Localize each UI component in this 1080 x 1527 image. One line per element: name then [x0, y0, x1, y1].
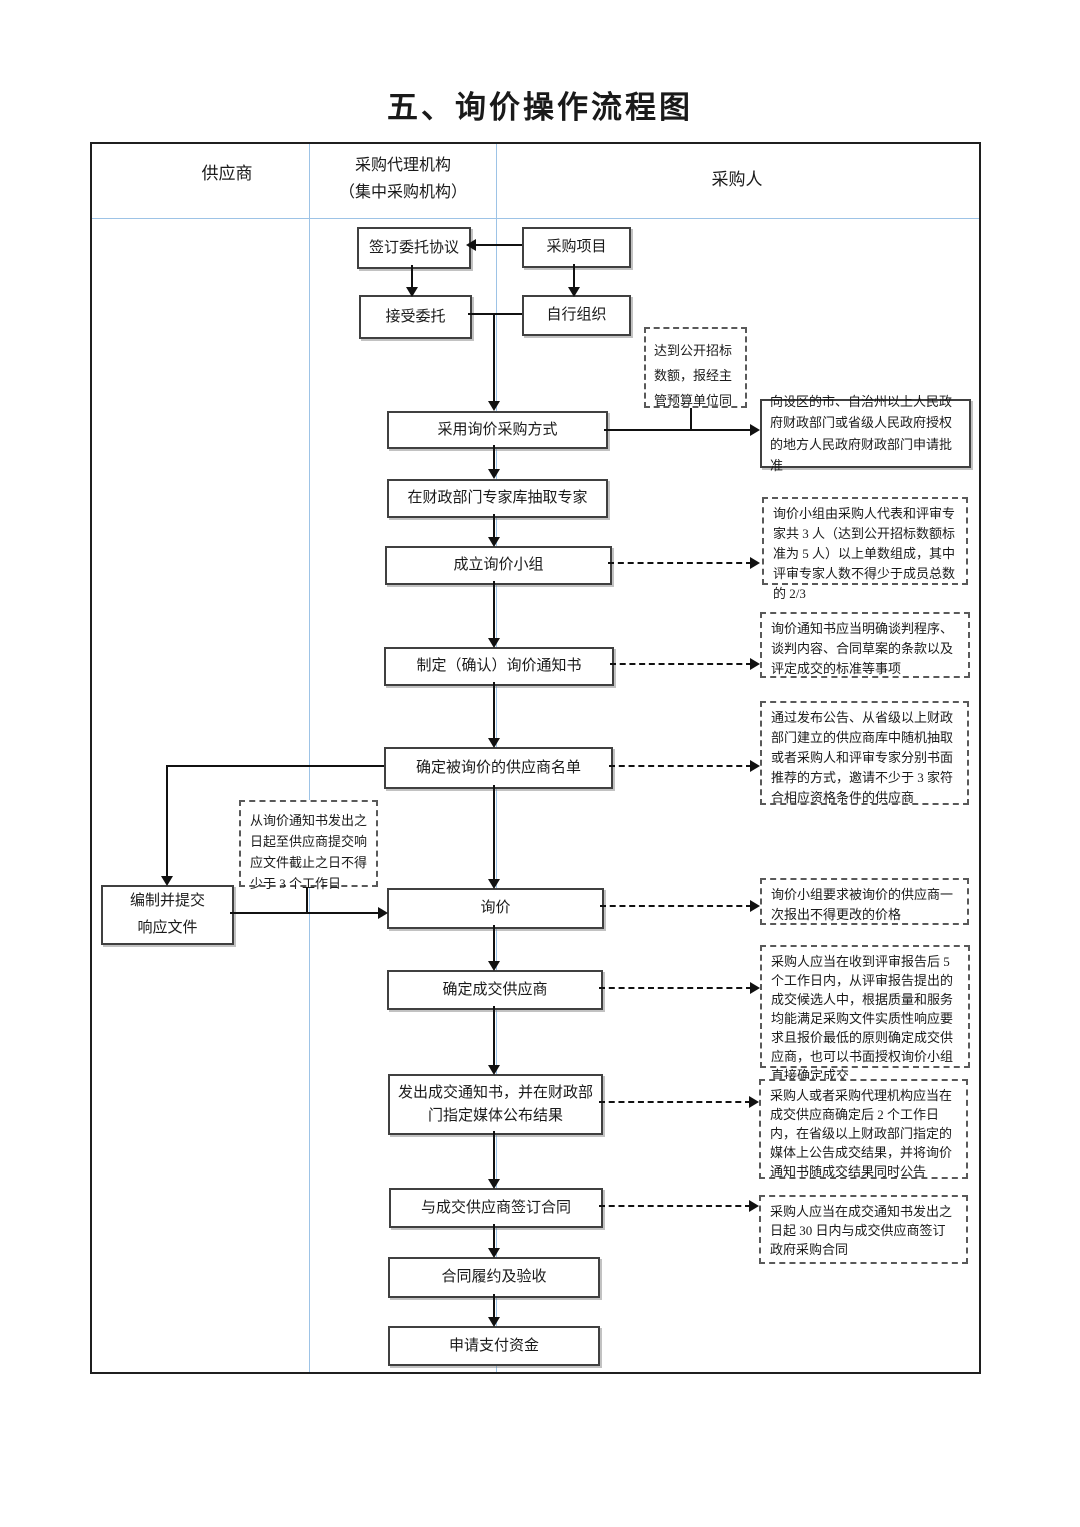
connector-group-to-notice: [493, 581, 495, 639]
arrowhead-right-icon: [750, 658, 760, 670]
node-determine-winner: 确定成交供应商: [387, 970, 603, 1010]
connector-prepare-to-inquiry: [230, 912, 379, 914]
arrowhead-right-icon: [749, 1096, 759, 1108]
connector-inquiry-to-winner: [493, 925, 495, 962]
node-sign-contract: 与成交供应商签订合同: [389, 1188, 603, 1228]
arrowhead-down-icon: [161, 876, 173, 886]
node-prepare-response: 编制并提交 响应文件: [101, 885, 234, 945]
connector-adopt-to-experts: [493, 445, 495, 470]
node-sign-agreement: 签订委托协议: [357, 227, 471, 269]
connector-sendnotice-to-contract: [493, 1131, 495, 1180]
arrowhead-down-icon: [488, 401, 500, 411]
connector-supplierlist-branch: [167, 765, 384, 767]
connector-performance-to-payment: [493, 1294, 495, 1318]
note-winner-determination: 采购人应当在收到评审报告后 5 个工作日内，从评审报告提出的成交候选人中，根据质…: [760, 945, 970, 1083]
arrowhead-down-icon: [488, 1248, 500, 1258]
lane-header-agency: 采购代理机构 （集中采购机构）: [338, 157, 467, 202]
arrowhead-down-icon: [568, 287, 580, 297]
connector-contract-to-performance: [493, 1224, 495, 1249]
arrowhead-down-icon: [488, 638, 500, 648]
note-response-deadline: 从询价通知书发出之日起至供应商提交响应文件截止之日不得少于 3 个工作日: [239, 800, 378, 891]
connector-deadline-note: [306, 887, 308, 912]
lane-header-supplier: 供应商: [201, 164, 253, 183]
arrowhead-down-icon: [488, 961, 500, 971]
node-adopt-inquiry-method: 采用询价采购方式: [387, 411, 608, 449]
note-group-composition: 询价小组由采购人代表和评审专家共 3 人（达到公开招标数额标准为 5 人）以上单…: [762, 497, 968, 601]
note-supplier-selection: 通过发布公告、从省级以上财政部门建立的供应商库中随机抽取或者采购人和评审专家分别…: [760, 701, 969, 805]
connector-branch-to-prepare: [166, 765, 168, 877]
connector-winner-to-sendnotice: [493, 1006, 495, 1066]
lane-divider-left: [309, 144, 310, 1372]
dashed-connector-group-note: [608, 562, 752, 564]
dashed-connector-supplierlist-note: [609, 765, 752, 767]
note-one-quote: 询价小组要求被询价的供应商一次报出不得更改的价格: [760, 878, 969, 925]
arrowhead-down-icon: [488, 879, 500, 889]
node-apply-payment: 申请支付资金: [388, 1326, 600, 1366]
note-reach-threshold: 达到公开招标数额，报经主管预算单位同: [644, 327, 747, 408]
arrowhead-left-icon: [466, 239, 476, 251]
node-send-award-notice: 发出成交通知书，并在财政部 门指定媒体公布结果: [388, 1074, 603, 1135]
connector-merge-to-adopt: [493, 313, 495, 402]
arrowhead-down-icon: [488, 1065, 500, 1075]
arrowhead-right-icon: [378, 907, 388, 919]
note-notice-content: 询价通知书应当明确谈判程序、谈判内容、合同草案的条款以及评定成交的标准等事项: [760, 612, 970, 678]
note-contract-deadline: 采购人应当在成交通知书发出之日起 30 日内与成交供应商签订政府采购合同: [759, 1195, 968, 1264]
page-title: 五、询价操作流程图: [387, 90, 693, 125]
dashed-connector-announce-note: [599, 1101, 751, 1103]
node-accept-entrust: 接受委托: [359, 295, 472, 339]
arrowhead-right-icon: [750, 760, 760, 772]
connector-project-to-agreement: [475, 244, 522, 246]
node-make-inquiry-notice: 制定（确认）询价通知书: [384, 647, 614, 686]
note-result-announcement: 采购人或者采购代理机构应当在成交供应商确定后 2 个工作日内，在省级以上财政部门…: [759, 1079, 968, 1179]
arrowhead-down-icon: [406, 287, 418, 297]
node-procurement-project: 采购项目: [522, 227, 631, 268]
header-divider: [92, 218, 979, 219]
arrowhead-down-icon: [488, 1317, 500, 1327]
lane-header-purchaser: 采购人: [711, 170, 763, 189]
arrowhead-right-icon: [750, 557, 760, 569]
arrowhead-right-icon: [750, 900, 760, 912]
node-contract-performance: 合同履约及验收: [388, 1257, 600, 1298]
flowchart-frame: 供应商 采购代理机构 （集中采购机构） 采购人 签订委托协议 采购项目 接受委托…: [90, 142, 981, 1374]
connector-project-to-selforganize: [573, 264, 575, 288]
dashed-connector-notice-note: [610, 663, 752, 665]
connector-experts-to-group: [493, 514, 495, 538]
arrowhead-down-icon: [488, 738, 500, 748]
arrowhead-right-icon: [749, 1200, 759, 1212]
arrowhead-right-icon: [750, 424, 760, 436]
node-extract-experts: 在财政部门专家库抽取专家: [387, 479, 608, 518]
connector-supplierlist-to-inquiry: [493, 785, 495, 880]
arrowhead-down-icon: [488, 537, 500, 547]
connector-threshold-note: [690, 408, 692, 429]
connector-adopt-to-approval: [604, 429, 751, 431]
arrowhead-right-icon: [750, 982, 760, 994]
connector-notice-to-supplierlist: [493, 682, 495, 739]
dashed-connector-winner-note: [599, 987, 752, 989]
node-approval-request: 向设区的市、自治州以上人民政府财政部门或省级人民政府授权的地方人民政府财政部门申…: [760, 394, 971, 473]
arrowhead-down-icon: [488, 469, 500, 479]
dashed-connector-inquiry-note: [600, 905, 752, 907]
dashed-connector-contract-note: [599, 1205, 751, 1207]
connector-accept-selforganize: [468, 313, 522, 315]
node-self-organize: 自行组织: [522, 295, 631, 336]
node-inquiry: 询价: [387, 888, 604, 929]
connector-agreement-to-accept: [411, 265, 413, 288]
node-determine-supplier-list: 确定被询价的供应商名单: [384, 747, 613, 789]
node-form-inquiry-group: 成立询价小组: [385, 546, 612, 585]
arrowhead-down-icon: [488, 1179, 500, 1189]
